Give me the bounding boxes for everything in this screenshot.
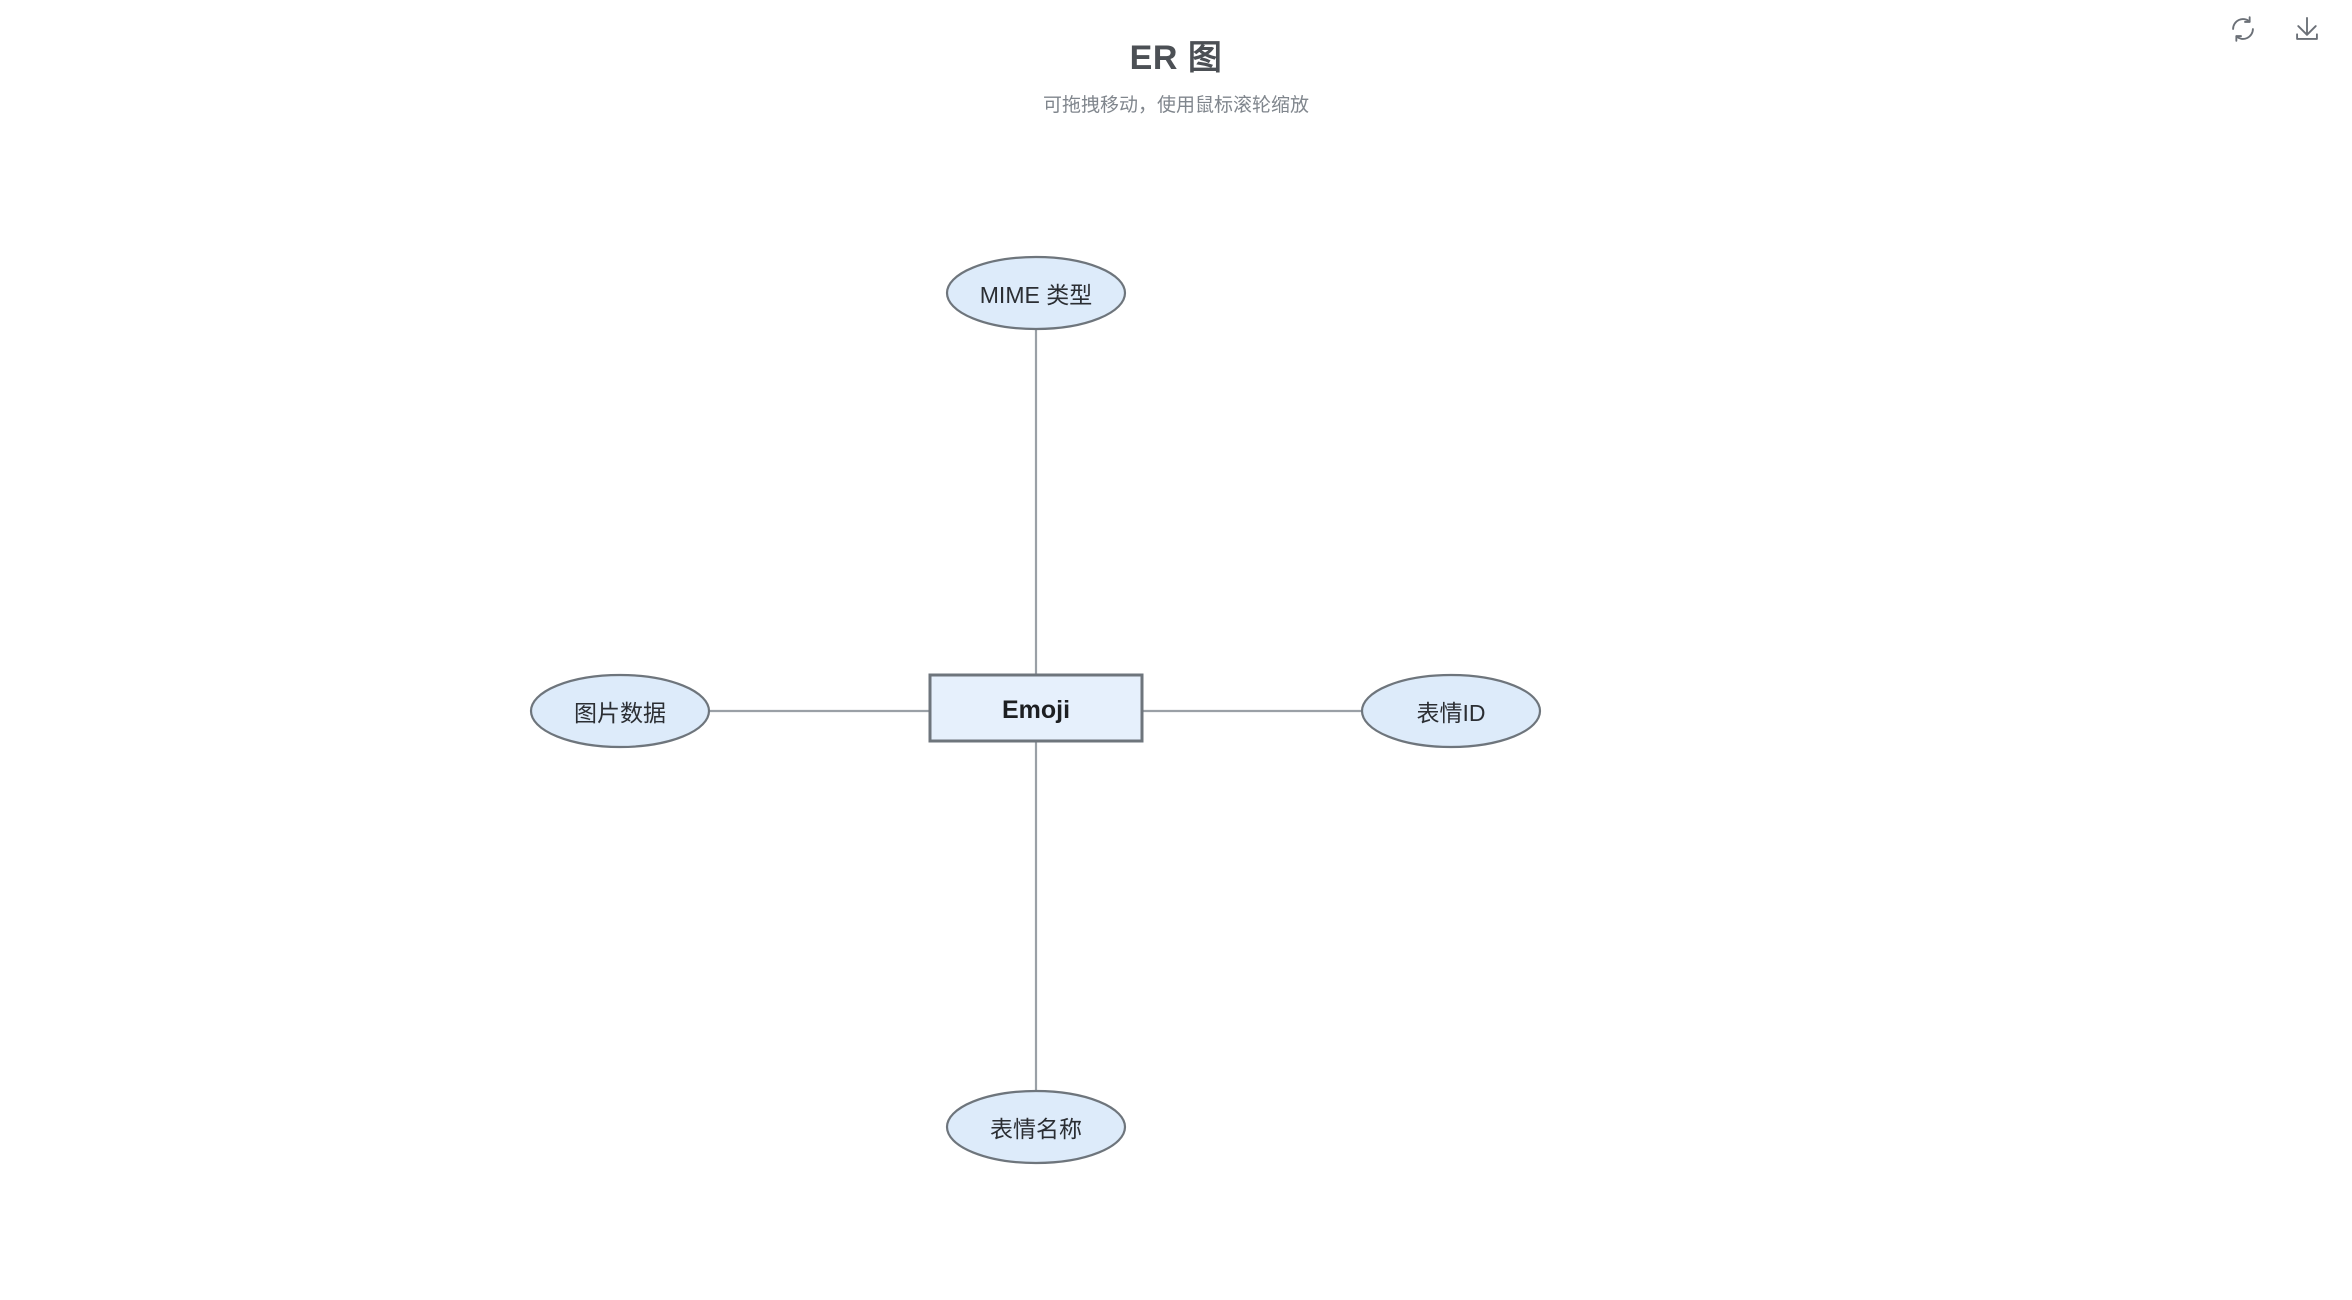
attribute-shape-emoji-id (1360, 673, 1542, 749)
attribute-label-image-data: 图片数据 (574, 700, 666, 726)
attribute-node-mime-type[interactable]: MIME 类型 (945, 255, 1127, 331)
entity-label-emoji: Emoji (1002, 696, 1070, 724)
attribute-node-emoji-id[interactable]: 表情ID (1360, 673, 1542, 749)
attribute-label-emoji-id: 表情ID (1417, 700, 1486, 726)
download-button[interactable] (2290, 12, 2324, 46)
toolbar (2226, 12, 2324, 46)
attribute-shape-image-data (529, 673, 711, 749)
reset-view-button[interactable] (2226, 12, 2260, 46)
attribute-node-emoji-name[interactable]: 表情名称 (945, 1089, 1127, 1165)
attribute-node-image-data[interactable]: 图片数据 (529, 673, 711, 749)
attribute-label-emoji-name: 表情名称 (990, 1116, 1082, 1142)
entity-node-emoji[interactable]: Emoji (928, 673, 1144, 743)
attribute-shape-emoji-name (945, 1089, 1127, 1165)
refresh-icon (2229, 15, 2257, 43)
download-icon (2293, 15, 2321, 43)
attribute-shape-mime-type (945, 255, 1127, 331)
attribute-label-mime-type: MIME 类型 (980, 282, 1092, 308)
entity-shape-emoji (928, 673, 1144, 743)
